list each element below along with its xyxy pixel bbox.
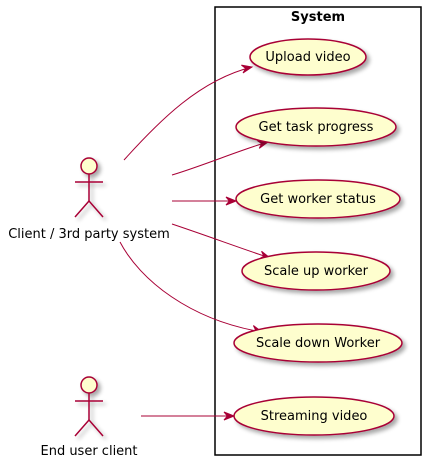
arrowhead [241,64,254,74]
system-boundary [214,6,422,456]
use-case-label: Get task progress [259,120,374,135]
use-case-scale-up-worker[interactable]: Scale up worker [241,251,391,291]
use-case-label: Upload video [265,50,350,65]
use-case-label: Streaming video [261,409,368,424]
actor-end-user-client[interactable]: End user client [40,376,138,459]
association-line [171,223,271,259]
actor-label: Client / 3rd party system [8,227,170,242]
use-case-label: Get worker status [260,192,376,207]
use-case-label: Scale up worker [264,264,369,279]
use-case-label: Scale down Worker [256,336,381,351]
use-case-ellipse [235,179,401,219]
arrowhead [225,196,238,206]
arrowhead [223,411,236,421]
use-case-ellipse [235,107,397,147]
association-line [171,141,269,176]
system-title: System [291,10,345,25]
use-case-ellipse [241,251,391,291]
stick-figure-icon [74,376,104,437]
use-case-streaming-video[interactable]: Streaming video [233,396,395,436]
use-case-get-task-progress[interactable]: Get task progress [235,107,397,147]
actor-label: End user client [40,444,137,459]
stick-figure-icon [74,157,104,218]
use-case-get-worker-status[interactable]: Get worker status [235,179,401,219]
use-case-scale-down-worker[interactable]: Scale down Worker [233,323,403,363]
actor-client-3rd-party[interactable]: Client / 3rd party system [8,157,170,242]
association-line [123,66,253,161]
use-case-upload-video[interactable]: Upload video [249,38,367,76]
use-case-ellipse [233,396,395,436]
use-case-ellipse [249,38,367,76]
association-line [119,241,263,333]
use-case-ellipse [233,323,403,363]
